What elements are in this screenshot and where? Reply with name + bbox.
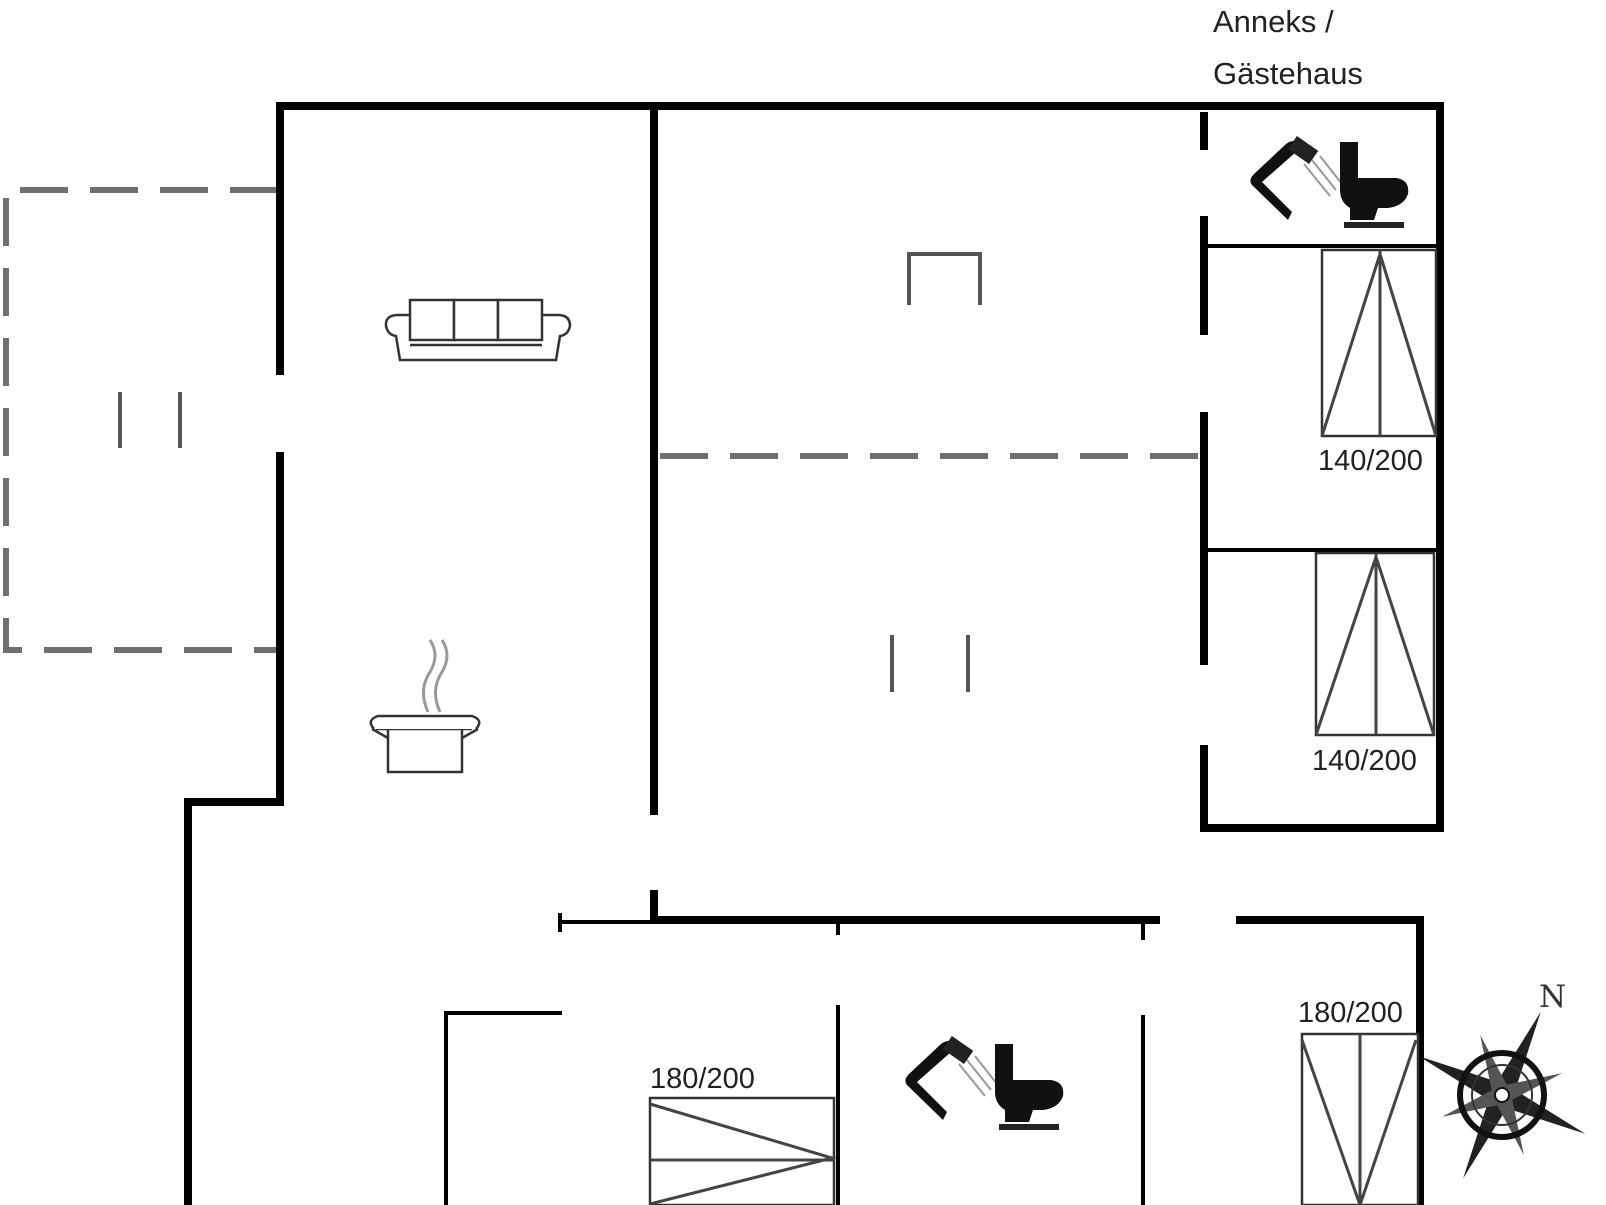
bed-icon — [1320, 248, 1438, 438]
table-icon — [907, 252, 982, 305]
cooking-pot-icon — [369, 639, 481, 774]
chair-marks — [890, 635, 970, 692]
bed-size-label: 140/200 — [1318, 445, 1423, 477]
bed-size-label: 140/200 — [1312, 745, 1417, 777]
exterior-walls — [184, 102, 1444, 1205]
shower-icon — [1250, 135, 1343, 220]
bed-icon — [1314, 551, 1436, 737]
annex-label-line2: Gästehaus — [1213, 56, 1363, 91]
north-label: N — [1539, 979, 1566, 1015]
terrace-outline — [3, 187, 278, 653]
shower-icon — [905, 1035, 998, 1120]
bed-size-label: 180/200 — [650, 1063, 755, 1095]
toilet-icon — [995, 1044, 1064, 1130]
compass-rose-icon: N — [1418, 979, 1586, 1179]
interior-walls — [444, 110, 1440, 1205]
toilet-icon — [1340, 142, 1409, 228]
sofa-icon — [384, 298, 572, 362]
bed-icon — [648, 1096, 838, 1205]
bed-icon — [1300, 1032, 1420, 1205]
bed-size-label: 180/200 — [1298, 997, 1403, 1029]
annex-label-line1: Anneks / — [1213, 4, 1334, 39]
